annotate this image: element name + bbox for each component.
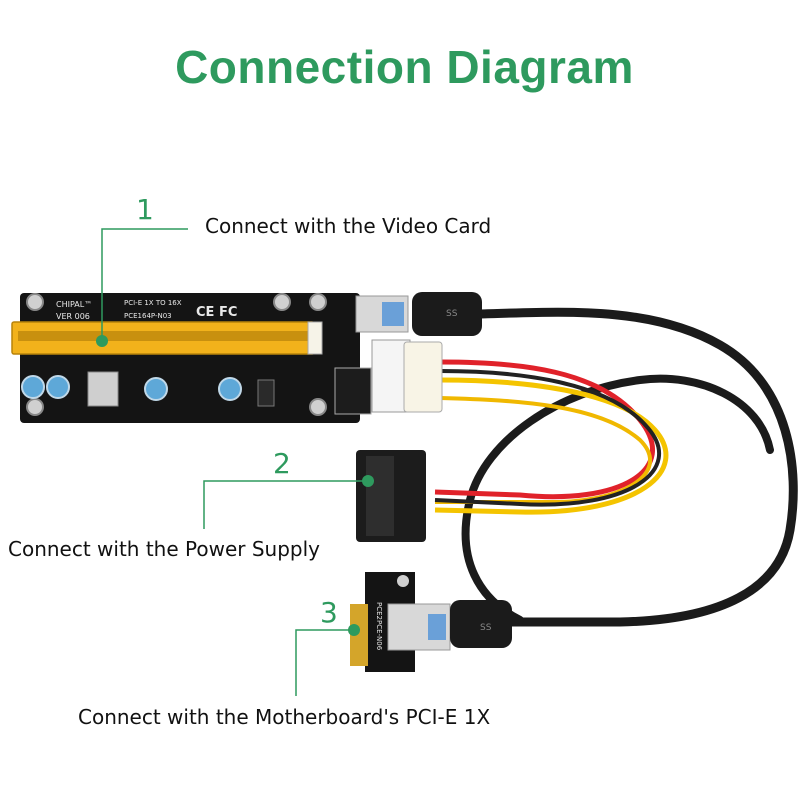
board-model-line2: PCE164P-N03 [124, 312, 172, 320]
callout-1-dot [96, 335, 108, 347]
wire-yellow-1 [434, 377, 669, 515]
wire-black [434, 369, 661, 507]
mount-hole [397, 575, 409, 587]
x1-usb-socket [387, 603, 451, 651]
callout-3-leader [295, 629, 350, 696]
callout-3-number: 3 [320, 596, 338, 629]
callout-3-label: Connect with the Motherboard's PCI-E 1X [78, 705, 491, 729]
adapter-model: PCE2PCE-N06 [375, 602, 383, 651]
mount-hole [309, 398, 327, 416]
capacitor [144, 377, 168, 401]
callout-1-leader [101, 228, 188, 341]
mount-hole [309, 293, 327, 311]
capacitor [46, 375, 70, 399]
mount-hole [26, 398, 44, 416]
callout-2-number: 2 [273, 447, 291, 480]
capacitor [218, 377, 242, 401]
usb-cable [473, 307, 798, 627]
power-header [334, 367, 372, 415]
callout-1-number: 1 [136, 193, 154, 226]
callout-3-dot [348, 624, 360, 636]
riser-usb-tongue [382, 302, 404, 326]
callout-2-label: Connect with the Power Supply [8, 537, 321, 561]
board-cert: CE FC [196, 305, 237, 320]
mount-hole [273, 293, 291, 311]
callout-2-dot [362, 475, 374, 487]
molex-plug [403, 341, 443, 413]
slot-groove [18, 331, 308, 341]
mount-hole [26, 293, 44, 311]
usb-plug-1 [412, 292, 482, 336]
capacitor [21, 375, 45, 399]
usb-plug-2 [450, 600, 512, 648]
voltage-regulator [87, 371, 119, 407]
board-version: VER 006 [56, 312, 90, 321]
usb-cable-loop [461, 374, 774, 624]
x1-usb-tongue [428, 614, 446, 640]
board-model-line1: PCI-E 1X TO 16X [124, 299, 182, 307]
diagram-title: Connection Diagram [175, 41, 634, 93]
board-brand: CHIPAL™ [56, 300, 92, 309]
callout-2-leader [203, 480, 266, 529]
x1-gold-fingers [350, 604, 368, 666]
sata-connector-face [366, 456, 394, 536]
usb-mark-1: SS [446, 309, 458, 319]
slot-latch [307, 321, 323, 355]
usb-mark-2: SS [480, 623, 492, 633]
chip [257, 379, 275, 407]
callout-1-label: Connect with the Video Card [205, 214, 492, 238]
